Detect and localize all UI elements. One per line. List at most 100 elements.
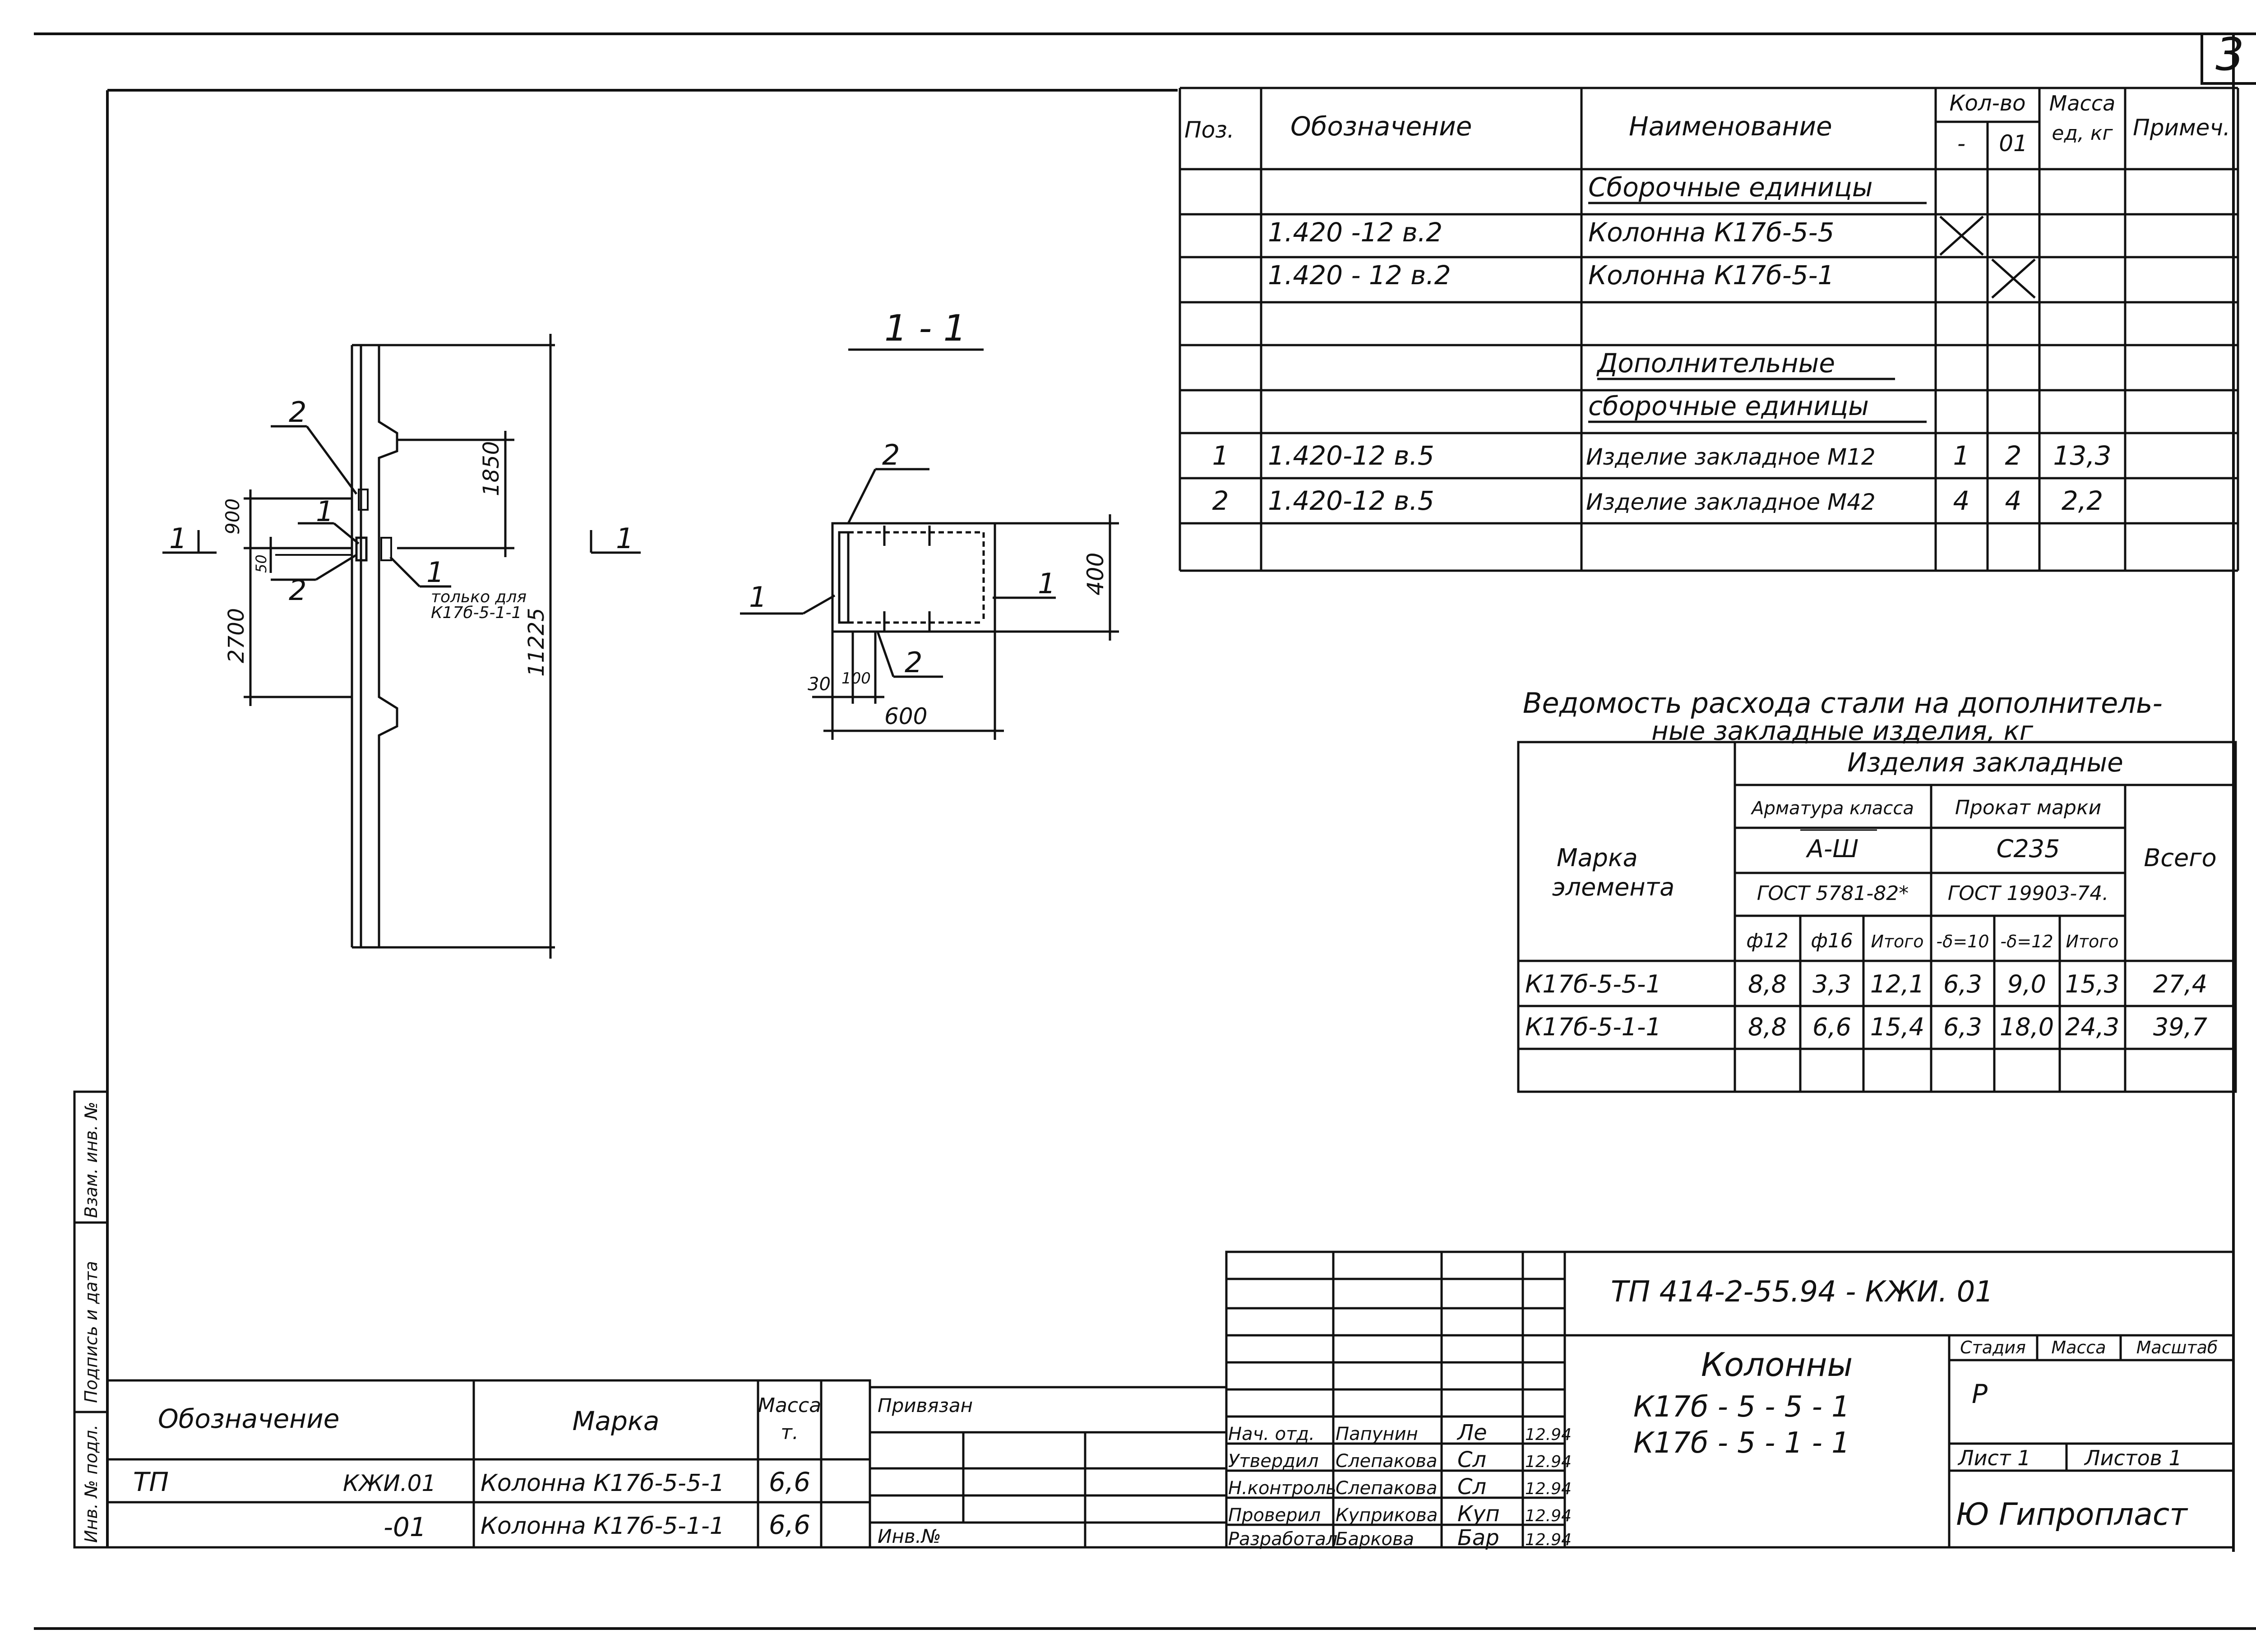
tb-code: ТП 414-2-55.94 - КЖИ. 01 [1611,1275,1993,1309]
sig-3-sign: Сл [1457,1474,1486,1500]
steel-row-1-total: 27,4 [2153,970,2207,998]
spec-row-1-designation: 1.420 -12 в.2 [1268,217,1442,248]
steel-row-2-v4: 6,3 [1943,1013,1982,1041]
bottom-list-text: Обозначение Марка Масса т. ТП КЖИ.01 Кол… [133,1394,821,1542]
steel-row-1-v4: 6,3 [1943,970,1982,998]
spec-row-3-qa: 1 [1953,440,1970,471]
steel-col-3: Итого [1871,932,1923,951]
title-block-text: ТП 414-2-55.94 - КЖИ. 01 Колонны К17б - … [1611,1275,2218,1532]
steel-row-2-v2: 6,6 [1812,1013,1851,1041]
steel-title-1: Ведомость расхода стали на дополнитель- [1523,687,2163,720]
signature-text: Нач. отд. Папунин Ле 12.94 Утвердил Слеп… [1228,1420,1572,1550]
elev-only-for-1: только для [431,588,527,606]
spec-row-3-pos: 1 [1212,440,1229,471]
spec-row-3-qb: 2 [2005,440,2022,471]
elev-callout-1: 1 [316,495,333,528]
tb-stage-h: Стадия [1960,1338,2026,1357]
steel-row-1-v5: 9,0 [2007,970,2046,998]
steel-rolled: Прокат марки [1955,796,2101,819]
sig-2-name: Слепакова [1336,1451,1438,1472]
spec-h-name: Наименование [1629,111,1832,142]
steel-row-2-v5: 18,0 [2000,1013,2054,1041]
steel-rolled-gost: ГОСТ 19903-74. [1948,882,2109,905]
spec-row-4-qa: 4 [1953,485,1970,516]
sig-3-role: Н.контроль [1228,1478,1336,1499]
sig-2-sign: Сл [1457,1447,1486,1472]
steel-row-2-v3: 15,4 [1870,1013,1924,1041]
tb-stage: Р [1972,1379,1988,1409]
steel-row-2-total: 39,7 [2153,1013,2207,1041]
elev-callout-2-top: 2 [289,396,306,429]
spec-row-4-name: Изделие закладное М42 [1586,489,1876,515]
sec-dim-600: 600 [884,703,927,729]
spec-h-qty-a: - [1957,130,1965,157]
bl-row-1-des-a: ТП [133,1467,169,1497]
strip-inv-label: Инв. № подл. [81,1425,101,1543]
steel-rebar-class: А-Ш [1806,835,1858,863]
spec-table [1179,87,2239,572]
spec-table-text: Поз. Обозначение Наименование Кол-во - 0… [1184,91,2230,516]
steel-mark-label-2: элемента [1552,873,1674,901]
spec-h-qty-b: 01 [1999,130,2028,157]
elev-dim-1850: 1850 [479,441,504,496]
spec-h-pos: Поз. [1184,117,1234,143]
left-strip [73,1090,109,1549]
steel-row-1-v6: 15,3 [2065,970,2119,998]
sec-callout-1-left: 1 [749,581,767,614]
steel-table [1517,741,2237,1093]
steel-row-2-mark: К17б-5-1-1 [1525,1013,1661,1041]
steel-total-h: Всего [2144,844,2216,872]
steel-row-2-v6: 24,3 [2065,1013,2119,1041]
steel-col-2: ф16 [1811,929,1853,952]
spec-h-mass-unit: ед, кг [2052,122,2113,145]
bound-label: Привязан [878,1394,973,1417]
sec-dim-400: 400 [1082,553,1109,595]
steel-row-2-v1: 8,8 [1748,1013,1787,1041]
sig-3-name: Слепакова [1336,1478,1438,1499]
signature-block [1225,1251,1566,1549]
bl-row-2-mark: Колонна К17б-5-1-1 [481,1513,725,1540]
tb-scale-h: Масштаб [2136,1338,2218,1357]
spec-row-4-qb: 4 [2005,485,2022,516]
section-arrow-right: 1 [616,522,633,555]
bl-row-1-mark: Колонна К17б-5-5-1 [481,1470,725,1497]
spec-row-2-designation: 1.420 - 12 в.2 [1268,260,1451,291]
tb-mass-h: Масса [2051,1338,2106,1357]
sig-4-name: Куприкова [1336,1505,1438,1526]
steel-group: Изделия закладные [1847,747,2123,778]
bl-row-2-mass: 6,6 [769,1509,810,1540]
spec-group-assembly: Сборочные единицы [1588,172,1873,203]
tb-title: Колонны [1701,1346,1853,1384]
elev-callout-1-right: 1 [426,556,444,589]
spec-h-qty: Кол-во [1949,91,2025,116]
elev-dim-900: 900 [222,498,244,535]
steel-table-text: Изделия закладные Марка элемента Арматур… [1525,747,2217,1041]
bl-h-mass-1: Масса [758,1394,821,1417]
steel-col-6: Итого [2066,932,2118,951]
spec-row-3-name: Изделие закладное М12 [1586,444,1876,470]
spec-h-mass: Масса [2049,91,2116,115]
spec-row-3-mass: 13,3 [2053,440,2111,471]
steel-row-1-mark: К17б-5-5-1 [1525,970,1661,998]
sheet-frame [34,32,2256,1630]
sec-callout-2-bottom: 2 [905,646,922,679]
sec-dim-100: 100 [841,669,871,688]
strip-sign-label: Подпись и дата [81,1261,101,1403]
tb-sheets: Листов 1 [2084,1446,2182,1470]
sig-5-role: Разработал [1228,1529,1337,1550]
sig-4-sign: Куп [1457,1501,1500,1527]
sig-1-name: Папунин [1336,1424,1418,1444]
spec-row-2-name: Колонна К17б-5-1 [1588,260,1834,291]
sig-1-sign: Ле [1456,1420,1487,1445]
steel-mark-label-1: Марка [1557,844,1638,872]
steel-col-1: ф12 [1746,929,1789,952]
spec-group-additional-1: Дополнительные [1596,348,1835,378]
steel-row-1-v1: 8,8 [1748,970,1787,998]
steel-row-1-v3: 12,1 [1870,970,1924,998]
spec-row-3-designation: 1.420-12 в.5 [1268,440,1434,471]
spec-row-4-mass: 2,2 [2062,485,2103,516]
sig-4-role: Проверил [1228,1505,1321,1526]
sig-1-role: Нач. отд. [1228,1424,1315,1444]
title-block [1563,1251,2235,1549]
tb-mark-1: К17б - 5 - 5 - 1 [1633,1390,1850,1424]
